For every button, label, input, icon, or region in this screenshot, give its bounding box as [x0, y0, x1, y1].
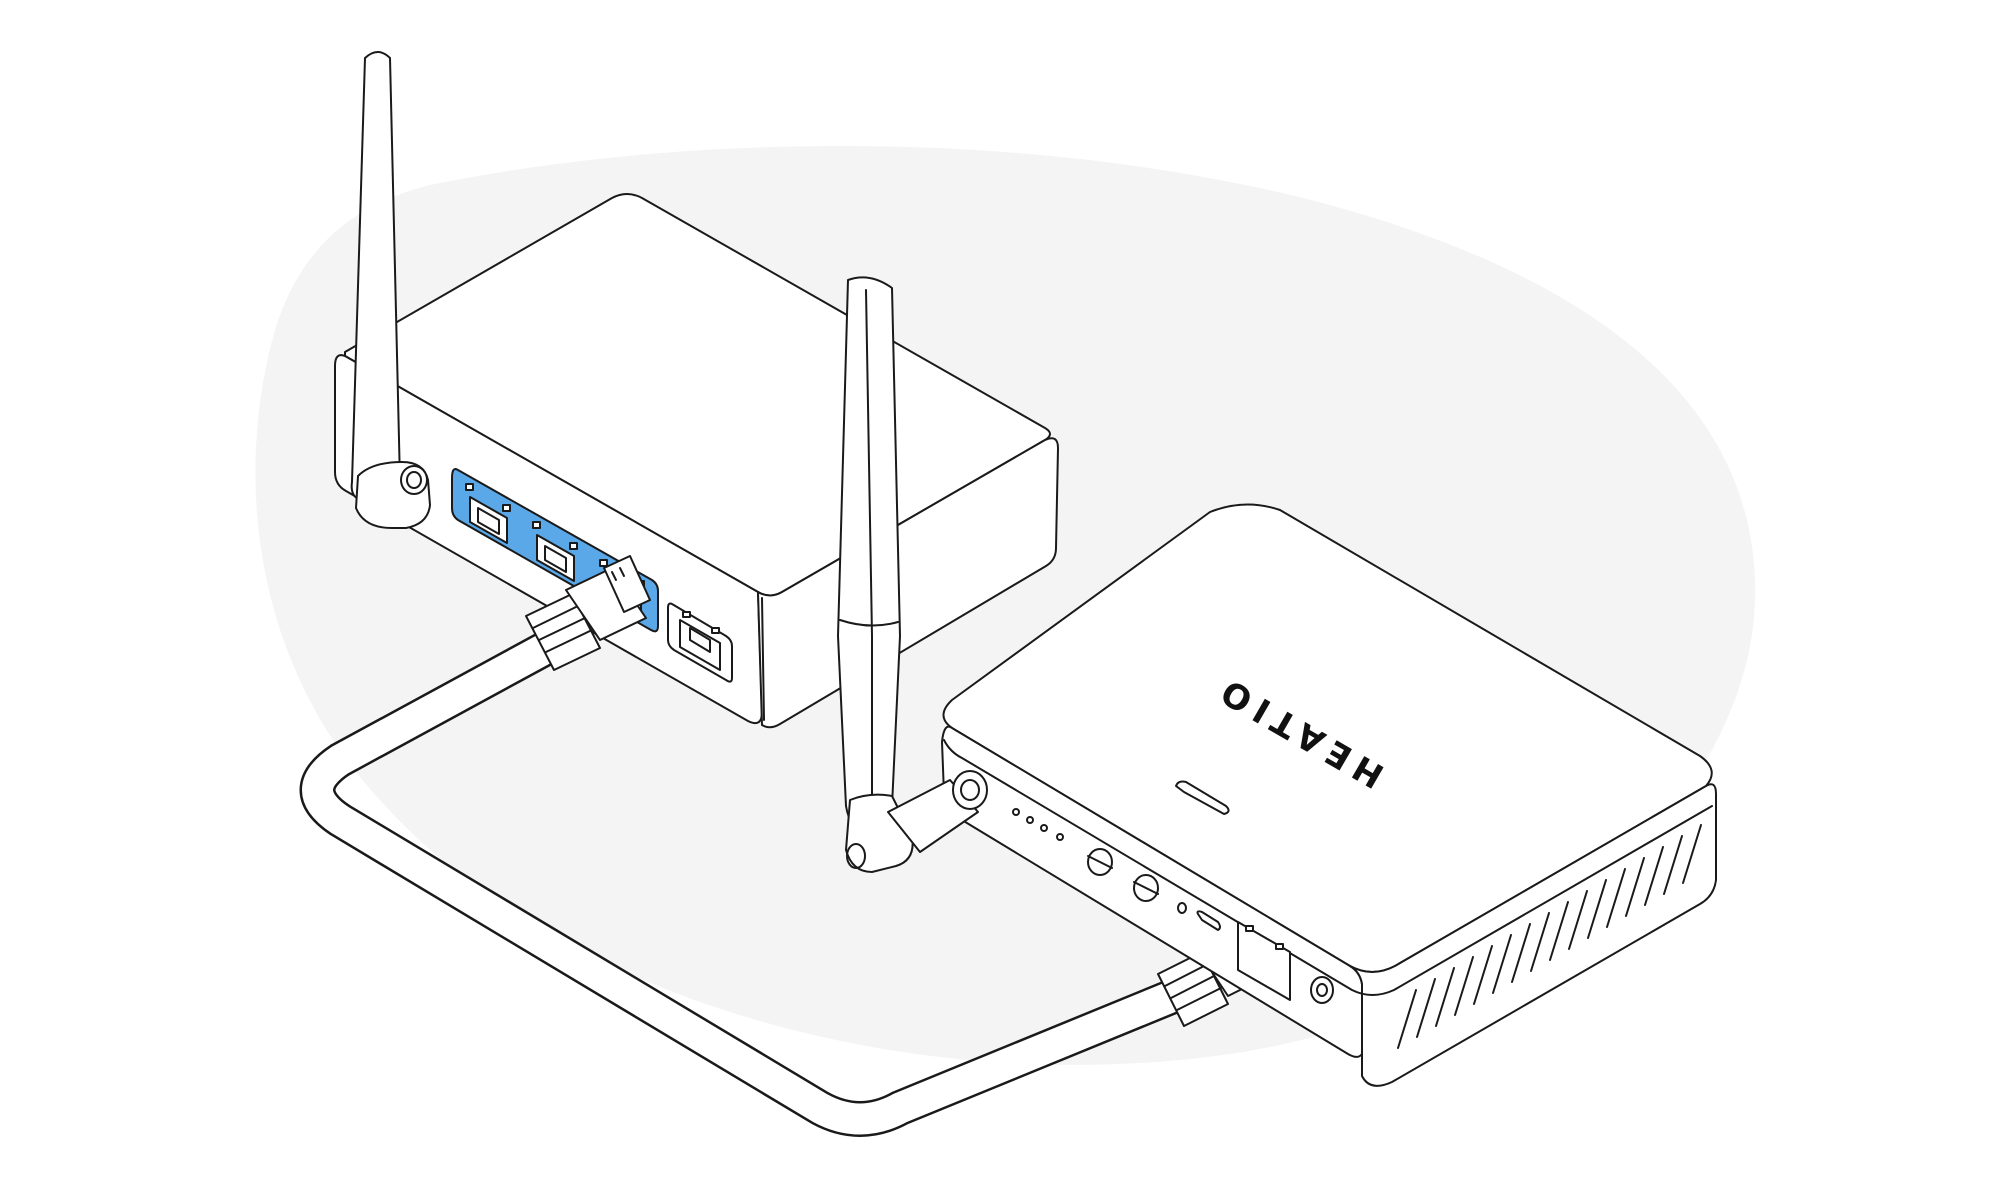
lan-port-2 — [532, 521, 578, 582]
router-side-face — [757, 437, 1059, 729]
vent-slot — [1397, 989, 1417, 1049]
vent-slot — [1568, 890, 1588, 950]
router-plug-tip — [603, 555, 651, 613]
lan-port-1 — [465, 483, 511, 544]
antenna-icon — [837, 276, 988, 873]
hub-side-vents — [1397, 824, 1702, 1049]
vent-slot — [1454, 956, 1474, 1016]
vent-slot — [1606, 868, 1626, 928]
wan-port — [667, 602, 733, 683]
hub-antenna — [837, 276, 901, 835]
vent-slot — [1435, 967, 1455, 1027]
vent-slot — [1492, 934, 1512, 994]
vent-slot — [1549, 901, 1569, 961]
router-plug-head — [565, 567, 647, 641]
vent-slot — [1473, 945, 1493, 1005]
ethernet-port-icon — [1237, 921, 1291, 1001]
vent-slot — [1511, 923, 1531, 983]
vent-slot — [1663, 835, 1683, 895]
vent-slot — [1416, 978, 1436, 1038]
router-antenna — [350, 51, 401, 501]
vent-slot — [1530, 912, 1550, 972]
vent-slot — [1682, 824, 1702, 884]
vent-slot — [1587, 879, 1607, 939]
heatio-hub-icon: HEATIO — [837, 276, 1717, 1087]
hub-front-panel — [1012, 808, 1334, 1004]
status-light-bar — [1175, 780, 1230, 815]
rj45-plug-icon — [525, 555, 651, 671]
vent-slot — [1644, 846, 1664, 906]
usb-c-port — [1196, 910, 1221, 931]
power-port — [1310, 976, 1334, 1004]
antenna-icon — [350, 51, 431, 529]
router-edge — [761, 597, 765, 721]
vent-slot — [1625, 857, 1645, 917]
